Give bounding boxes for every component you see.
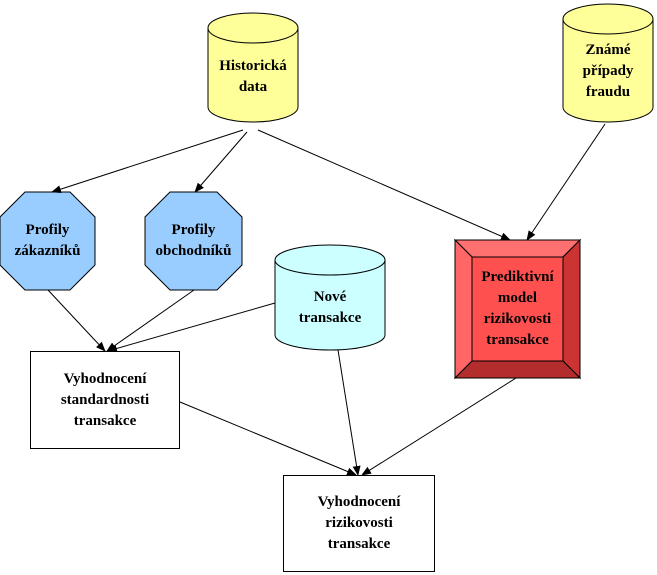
edge-zname-to-prediktivni bbox=[526, 123, 606, 241]
nove-transakce-label: Nové transakce bbox=[298, 289, 362, 326]
vyhodnoceni-standardnosti-label: Vyhodnocení standardnosti transakce bbox=[60, 370, 150, 429]
edge-prediktivni-to-rizikovosti bbox=[361, 377, 517, 476]
edge-standardnosti-to-rizikovosti bbox=[179, 401, 357, 476]
zname-pripady-fraudu-cylinder bbox=[562, 3, 654, 123]
edge-historicka-to-obchodniku bbox=[194, 131, 248, 193]
historicka-data-cylinder bbox=[207, 12, 299, 123]
historicka-data-label: Historická data bbox=[219, 58, 287, 95]
profily-obchodniku-octagon bbox=[144, 191, 243, 291]
edge-historicka-to-zakazniku bbox=[51, 129, 244, 194]
vyhodnoceni-rizikovosti-label: Vyhodnocení rizikovosti transakce bbox=[317, 493, 401, 552]
edge-historicka-to-prediktivni bbox=[257, 129, 511, 241]
edge-zakazniku-to-standardnosti bbox=[47, 289, 106, 352]
profily-obchodniku-label: Profily obchodníků bbox=[155, 222, 232, 259]
edge-obchodniku-to-standardnosti bbox=[106, 289, 195, 352]
vyhodnoceni-standardnosti-box bbox=[30, 351, 180, 449]
profily-zakazniku-label: Profily zákazníků bbox=[14, 222, 81, 259]
diagram-edges bbox=[47, 123, 606, 476]
profily-zakazniku-octagon bbox=[0, 191, 96, 291]
edge-nove-to-rizikovosti bbox=[337, 349, 361, 476]
prediktivni-model-bevel-box bbox=[453, 238, 582, 380]
zname-pripady-fraudu-label: Známé případy fraudu bbox=[582, 41, 634, 100]
nove-transakce-cylinder bbox=[274, 244, 386, 351]
prediktivni-model-label: Prediktivní model rizikovosti transakce bbox=[481, 269, 554, 348]
edge-nove-to-standardnosti bbox=[107, 302, 276, 353]
vyhodnoceni-rizikovosti-box bbox=[283, 475, 435, 572]
